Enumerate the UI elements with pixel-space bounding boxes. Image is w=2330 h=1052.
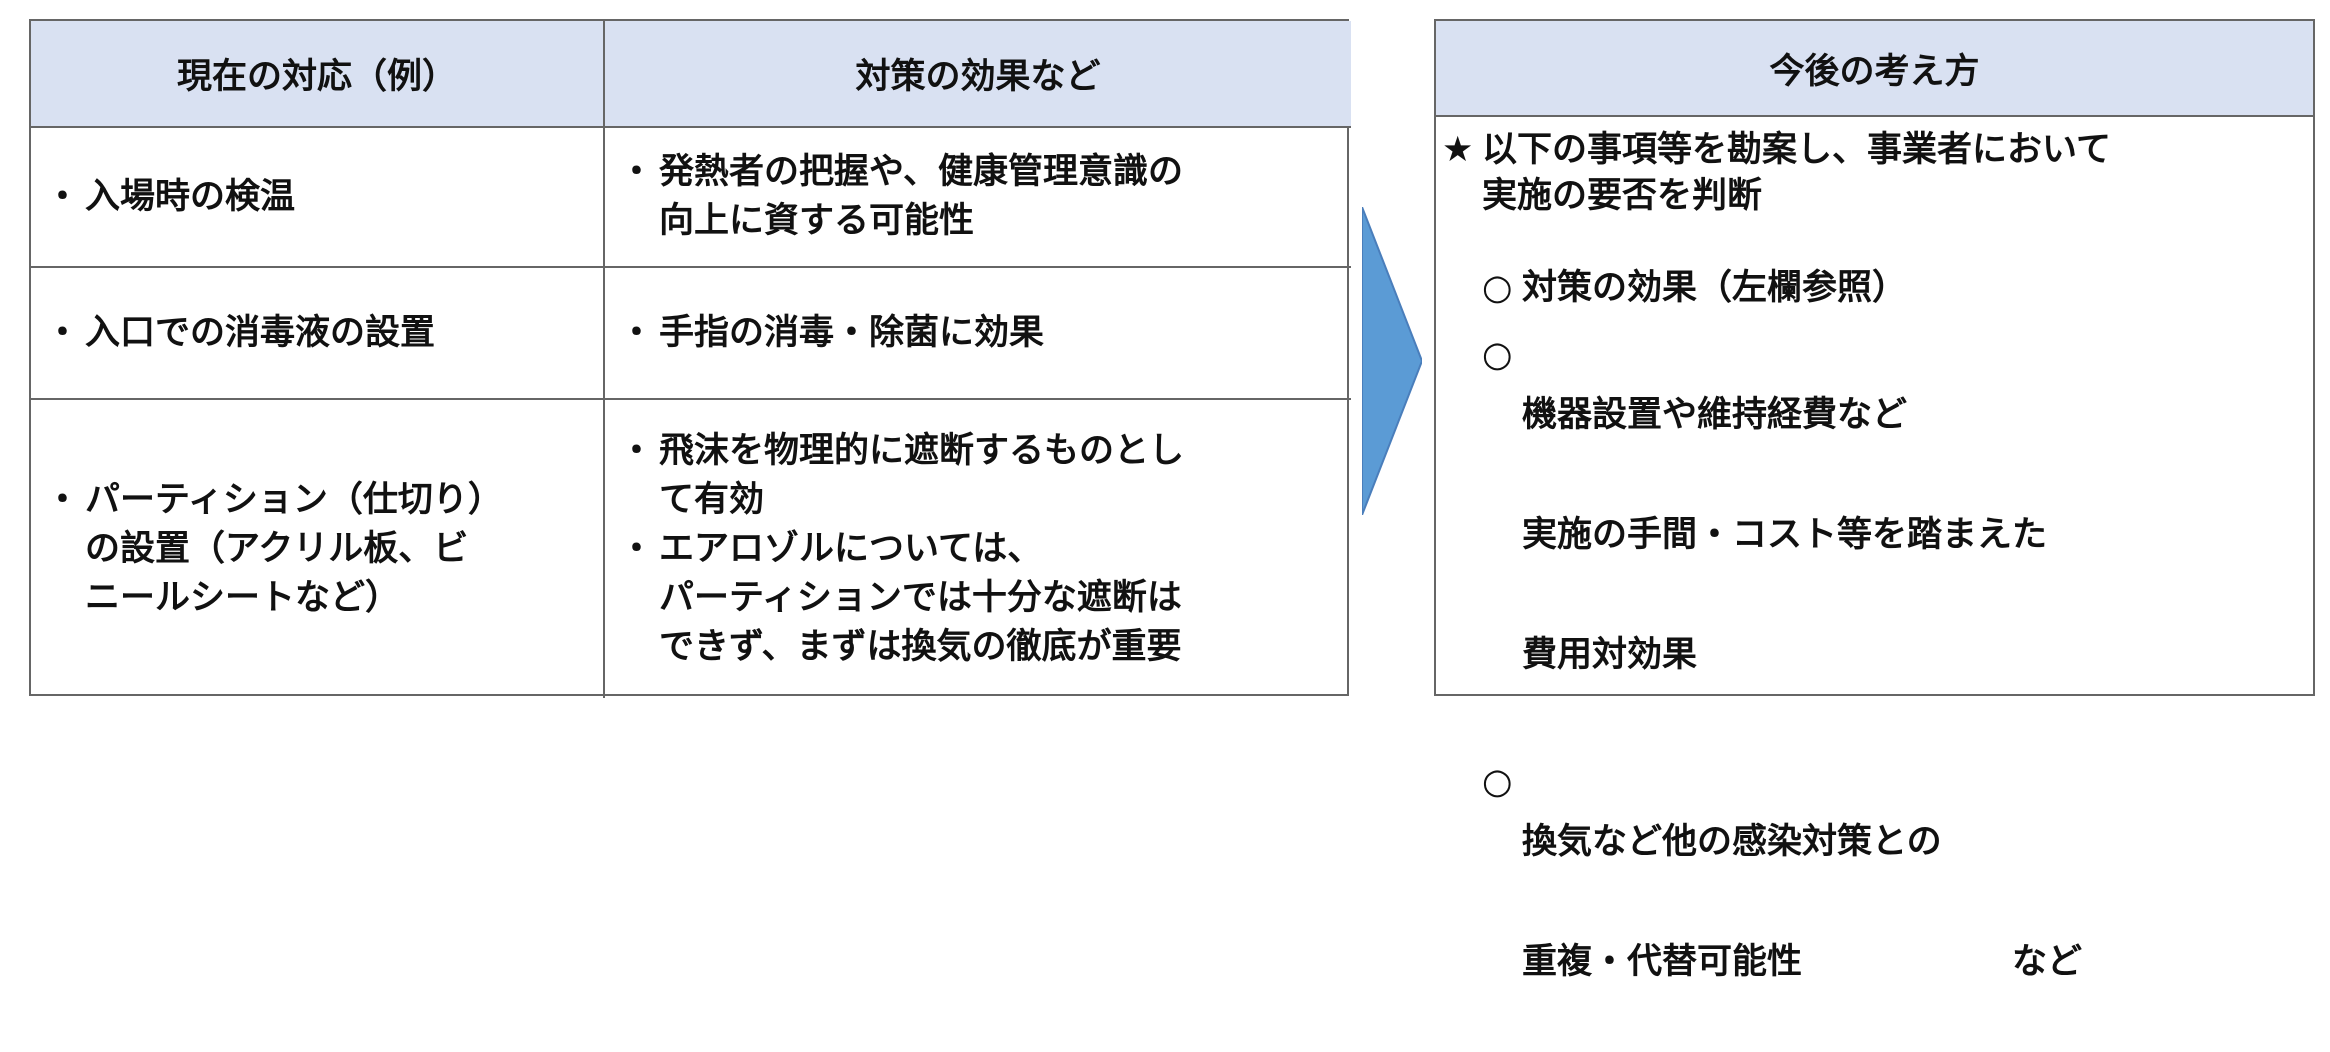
trailing-etc: など <box>2012 942 2083 982</box>
future-approach-panel: 今後の考え方 ★ 以下の事項等を勘案し、事業者において 実施の要否を判断 ○ 対… <box>1434 19 2315 982</box>
circle-bullet-icon: ○ <box>1482 762 1513 802</box>
option-2: ○ 機器設置や維持経費など 実施の手間・コスト等を踏まえた 費用対効果 <box>1482 332 2313 745</box>
option-line: 費用対効果 <box>1522 635 1698 675</box>
row-2-measure: 入口での消毒液の設置 <box>31 268 605 400</box>
row-2-effects: 手指の消毒・除菌に効果 <box>605 268 1351 400</box>
lead-text: 以下の事項等を勘案し、事業者において 実施の要否を判断 <box>1482 130 2111 216</box>
option-1: ○ 対策の効果（左欄参照） <box>1482 265 2313 318</box>
row-1-effects: 発熱者の把握や、健康管理意識の 向上に資する可能性 <box>605 128 1351 268</box>
circle-bullet-icon: ○ <box>1482 268 1513 308</box>
measure-text: 入口での消毒液の設置 <box>45 309 435 358</box>
option-line: 対策の効果（左欄参照） <box>1522 268 1908 308</box>
circle-bullet-icon: ○ <box>1482 335 1513 375</box>
star-icon: ★ <box>1442 130 1474 170</box>
measure-text: 入場時の検温 <box>45 173 295 222</box>
arrow-right-icon <box>1362 207 1422 515</box>
effect-text: 飛沫を物理的に遮断するものとし て有効 <box>619 427 1184 525</box>
header-effects: 対策の効果など <box>605 21 1351 128</box>
effect-text: 手指の消毒・除菌に効果 <box>619 309 1044 358</box>
effect-text: エアロゾルについては、 パーティションでは十分な遮断は できず、まずは換気の徹底… <box>619 525 1184 672</box>
header-future-approach: 今後の考え方 <box>1436 21 2313 117</box>
effect-text: 発熱者の把握や、健康管理意識の 向上に資する可能性 <box>619 148 1183 246</box>
option-line: 換気など他の感染対策との <box>1522 822 1942 862</box>
row-3-effects: 飛沫を物理的に遮断するものとし て有効 エアロゾルについては、 パーティションで… <box>605 400 1351 698</box>
lead-statement: ★ 以下の事項等を勘案し、事業者において 実施の要否を判断 <box>1442 127 2313 219</box>
header-current-measures: 現在の対応（例） <box>31 21 605 128</box>
measure-text: パーティション（仕切り） の設置（アクリル板、ビ ニールシートなど） <box>45 476 503 623</box>
measures-table: 現在の対応（例） 対策の効果など 入場時の検温 発熱者の把握や、健康管理意識の … <box>29 19 1351 698</box>
option-3: ○ 換気など他の感染対策との 重複・代替可能性 など <box>1482 759 2313 1052</box>
option-line: 重複・代替可能性 <box>1522 942 1803 982</box>
row-3-measure: パーティション（仕切り） の設置（アクリル板、ビ ニールシートなど） <box>31 400 605 698</box>
option-line: 機器設置や維持経費など <box>1522 395 1908 435</box>
row-1-measure: 入場時の検温 <box>31 128 605 268</box>
future-approach-body: ★ 以下の事項等を勘案し、事業者において 実施の要否を判断 ○ 対策の効果（左欄… <box>1436 117 2313 1052</box>
option-line: 実施の手間・コスト等を踏まえた <box>1522 515 2048 555</box>
